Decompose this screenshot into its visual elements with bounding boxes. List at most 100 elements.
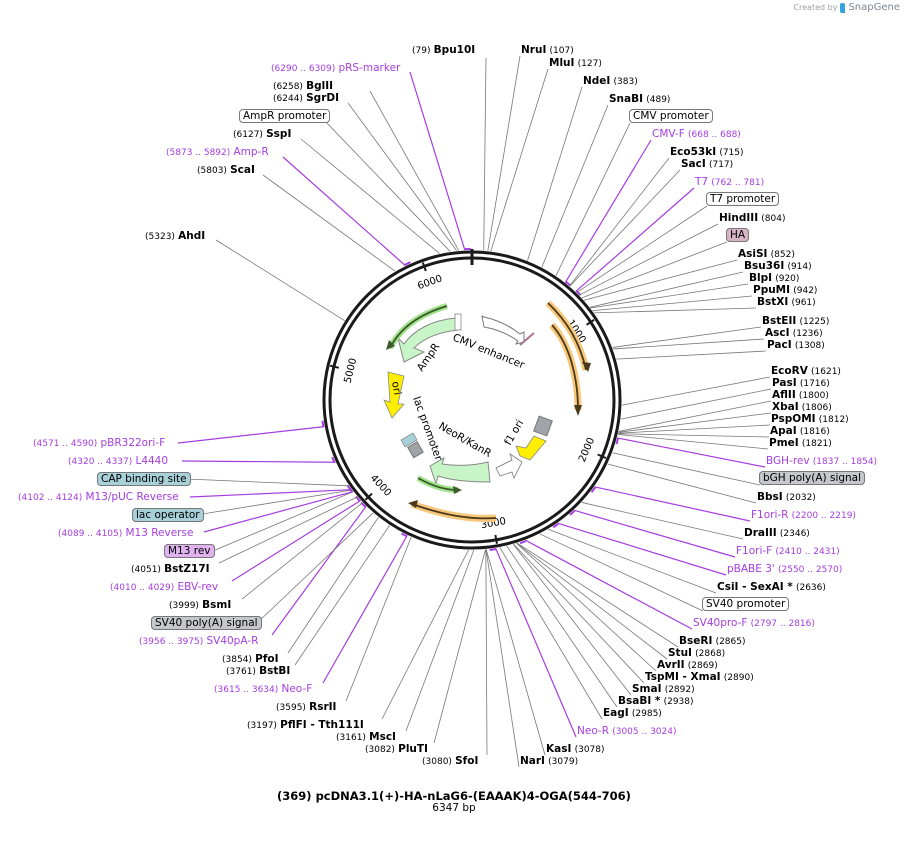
primer-label-f1ori-f[interactable]: F1ori-F (2410 .. 2431) xyxy=(736,545,840,558)
enzyme-site-snabi[interactable]: SnaBI (489) xyxy=(609,93,670,106)
primer-label-m13-puc-reverse[interactable]: (4102 .. 4124) M13/pUC Reverse xyxy=(18,491,179,504)
primer-label-l4440[interactable]: (4320 .. 4337) L4440 xyxy=(68,455,168,468)
enzyme-site-bsteii[interactable]: BstEII (1225) xyxy=(762,315,829,328)
enzyme-site-mlui[interactable]: MluI (127) xyxy=(549,57,602,70)
enzyme-site-asci[interactable]: AscI (1236) xyxy=(765,327,823,340)
enzyme-site-bstxi[interactable]: BstXI (961) xyxy=(757,296,816,309)
feature-label-sv40-promoter[interactable]: SV40 promoter xyxy=(702,597,790,611)
leader-line-csii-sexai- xyxy=(547,528,717,594)
cmv-enhancer-arrow[interactable] xyxy=(481,315,525,345)
enzyme-site-bstbi[interactable]: (3761) BstBI xyxy=(226,665,290,678)
enzyme-site-pmei[interactable]: PmeI (1821) xyxy=(769,437,832,450)
enzyme-site-sgrdi[interactable]: (6244) SgrDI xyxy=(273,92,339,105)
enzyme-site-pasi[interactable]: PasI (1716) xyxy=(772,377,830,390)
enzyme-site-smai[interactable]: SmaI (2892) xyxy=(632,683,695,696)
neor-arrow[interactable] xyxy=(429,456,491,486)
enzyme-site-eagi[interactable]: EagI (2985) xyxy=(603,707,662,720)
enzyme-site-nrui[interactable]: NruI (107) xyxy=(521,44,574,57)
enzyme-site-pfoi[interactable]: (3854) PfoI xyxy=(222,653,279,666)
enzyme-site-ecorv[interactable]: EcoRV (1621) xyxy=(771,365,841,378)
feature-label-sv40-poly-a-signal[interactable]: SV40 poly(A) signal xyxy=(151,616,262,630)
position: (1812) xyxy=(818,415,849,425)
position: (668 .. 688) xyxy=(687,130,741,140)
enzyme-site-saci[interactable]: SacI (717) xyxy=(681,158,733,171)
enzyme-site-ppumi[interactable]: PpuMI (942) xyxy=(753,284,817,297)
leader-line-blpi xyxy=(590,283,749,309)
enzyme-site-bpu10i[interactable]: (79) Bpu10I xyxy=(412,44,475,57)
enzyme-site-ahdi[interactable]: (5323) AhdI xyxy=(145,230,205,243)
enzyme-site-asisi[interactable]: AsiSI (852) xyxy=(738,248,795,261)
enzyme-site-blpi[interactable]: BlpI (920) xyxy=(749,272,799,285)
plasmid-title: (369) pcDNA3.1(+)-HA-nLaG6-(EAAAK)4-OGA(… xyxy=(277,789,631,803)
primer-label-cmv-f[interactable]: CMV-F (668 .. 688) xyxy=(652,128,741,141)
bgh-polya-box[interactable] xyxy=(533,415,553,437)
enzyme-site-eco53ki[interactable]: Eco53kI (715) xyxy=(670,146,744,159)
enzyme-site-avrii[interactable]: AvrII (2869) xyxy=(657,659,718,672)
enzyme-site-ndei[interactable]: NdeI (383) xyxy=(583,75,638,88)
primer-label-sv40pa-r[interactable]: (3956 .. 3975) SV40pA-R xyxy=(139,635,258,648)
enzyme-site-pflfi-tth111i[interactable]: (3197) PflFI - Tth111I xyxy=(247,719,364,732)
enzyme-name: SspI xyxy=(266,128,292,140)
ampr-promoter-box[interactable] xyxy=(454,313,462,331)
primer-label-sv40pro-f[interactable]: SV40pro-F (2797 .. 2816) xyxy=(693,617,815,630)
position: (3197) xyxy=(247,721,277,731)
primer-label-f1ori-r[interactable]: F1ori-R (2200 .. 2219) xyxy=(751,509,856,522)
enzyme-site-rsrii[interactable]: (3595) RsrII xyxy=(276,701,336,714)
enzyme-name: AvrII xyxy=(657,659,685,671)
primer-label-neo-f[interactable]: (3615 .. 3634) Neo-F xyxy=(214,683,312,696)
enzyme-site-nari[interactable]: NarI (3079) xyxy=(520,755,578,768)
primer-label-neo-r[interactable]: Neo-R (3005 .. 3024) xyxy=(577,725,677,738)
enzyme-site-tspmi-xmai[interactable]: TspMI - XmaI (2890) xyxy=(645,671,754,684)
enzyme-site-hindiii[interactable]: HindIII (804) xyxy=(719,212,786,225)
enzyme-site-xbai[interactable]: XbaI (1806) xyxy=(772,401,832,414)
enzyme-site-aflii[interactable]: AflII (1800) xyxy=(772,389,829,402)
primer-label-prs-marker[interactable]: (6290 .. 6309) pRS-marker xyxy=(271,62,400,75)
snapgene-name: SnapGene xyxy=(848,2,900,13)
enzyme-site-paci[interactable]: PacI (1308) xyxy=(767,339,825,352)
f1-ori-arrow[interactable] xyxy=(515,435,547,461)
sv40-promoter-arrow[interactable] xyxy=(495,453,523,480)
primer-label-ebv-rev[interactable]: (4010 .. 4029) EBV-rev xyxy=(110,581,218,594)
enzyme-site-bsmi[interactable]: (3999) BsmI xyxy=(169,599,231,612)
primer-label-bgh-rev[interactable]: BGH-rev (1837 .. 1854) xyxy=(766,455,877,468)
enzyme-site-msci[interactable]: (3161) MscI xyxy=(336,731,396,744)
enzyme-site-bseri[interactable]: BseRI (2865) xyxy=(679,635,746,648)
primer-label-t7[interactable]: T7 (762 .. 781) xyxy=(695,176,764,189)
feature-label-cap-binding-site[interactable]: CAP binding site xyxy=(97,472,191,486)
enzyme-site-apai[interactable]: ApaI (1816) xyxy=(770,425,830,438)
enzyme-site-bbsi[interactable]: BbsI (2032) xyxy=(757,491,816,504)
ori-arrow[interactable] xyxy=(383,371,405,419)
enzyme-site-sfoi[interactable]: (3080) SfoI xyxy=(422,755,478,768)
enzyme-site-pspomi[interactable]: PspOMI (1812) xyxy=(771,413,849,426)
feature-label-t7-promoter[interactable]: T7 promoter xyxy=(706,192,780,206)
enzyme-site-kasi[interactable]: KasI (3078) xyxy=(546,743,605,756)
enzyme-site-bsu36i[interactable]: Bsu36I (914) xyxy=(744,260,812,273)
feature-label-ampr-promoter[interactable]: AmpR promoter xyxy=(239,109,331,123)
position: (961) xyxy=(791,298,816,308)
enzyme-site-scai[interactable]: (5803) ScaI xyxy=(197,164,255,177)
enzyme-name: SnaBI xyxy=(609,93,644,105)
feature-label-bgh-poly-a-signal[interactable]: bGH poly(A) signal xyxy=(759,471,866,485)
leader-line-eco53ki xyxy=(569,157,670,287)
primer-label-pbabe-3[interactable]: pBABE 3' (2550 .. 2570) xyxy=(727,563,842,576)
leader-line-ampr-promoter xyxy=(324,120,451,252)
primer-label-m13-reverse[interactable]: (4089 .. 4105) M13 Reverse xyxy=(58,527,193,540)
feature-label-m13-rev[interactable]: M13 rev xyxy=(164,544,215,558)
primer-label-amp-r[interactable]: (5873 .. 5892) Amp-R xyxy=(166,146,269,159)
cap-binding-box[interactable] xyxy=(400,432,418,448)
enzyme-site-csii-sexai[interactable]: CsiI - SexAI * (2636) xyxy=(717,581,826,594)
enzyme-site-stui[interactable]: StuI (2868) xyxy=(668,647,725,660)
enzyme-name: PacI xyxy=(767,339,792,351)
enzyme-site-bglii[interactable]: (6258) BglII xyxy=(273,80,333,93)
feature-label-lac-operator[interactable]: lac operator xyxy=(132,508,204,522)
enzyme-site-pluti[interactable]: (3082) PluTI xyxy=(365,743,428,756)
enzyme-site-bstz17i[interactable]: (4051) BstZ17I xyxy=(131,563,210,576)
enzyme-site-draiii[interactable]: DraIII (2346) xyxy=(744,527,810,540)
primer-label-pbr322ori-f[interactable]: (4571 .. 4590) pBR322ori-F xyxy=(33,437,165,450)
ampr-arrow[interactable] xyxy=(397,317,459,363)
enzyme-site-bsabi[interactable]: BsaBI * (2938) xyxy=(618,695,694,708)
sv40-polya-box[interactable] xyxy=(406,441,424,459)
feature-label-ha[interactable]: HA xyxy=(726,228,750,242)
enzyme-site-sspi[interactable]: (6127) SspI xyxy=(233,128,291,141)
feature-label-cmv-promoter[interactable]: CMV promoter xyxy=(629,109,713,123)
